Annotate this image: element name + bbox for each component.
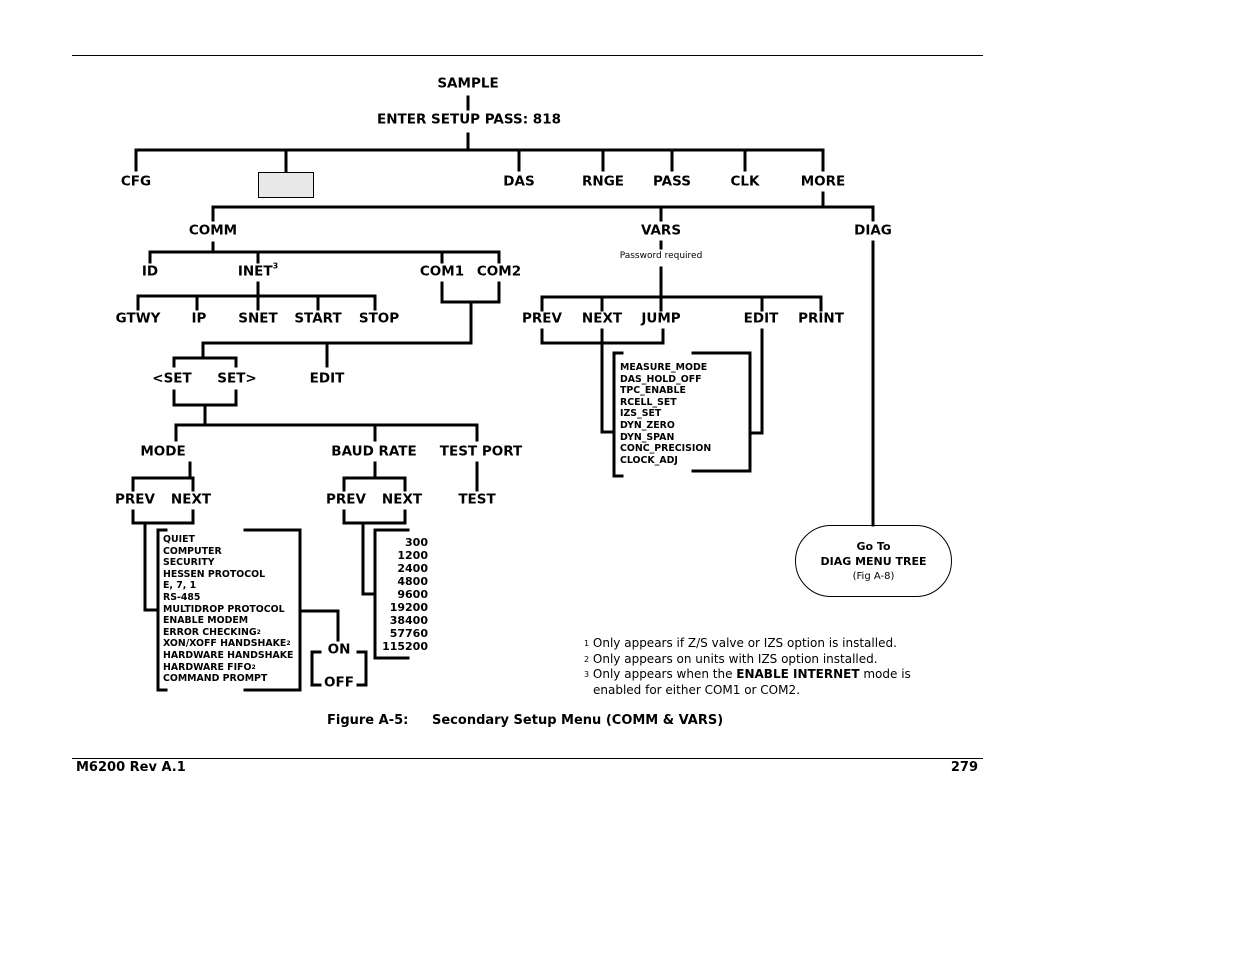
baud-item: 115200 — [382, 640, 428, 653]
hidden-menu-box — [258, 172, 314, 198]
inet-label: INET — [237, 263, 273, 280]
baud-item: 1200 — [397, 549, 428, 562]
baud-item: 4800 — [397, 575, 428, 588]
node-set-next: SET> — [217, 370, 257, 387]
footnote-3-cont: enabled for either COM1 or COM2. — [593, 682, 800, 697]
node-das: DAS — [503, 173, 535, 190]
vars-list: MEASURE_MODE DAS_HOLD_OFF TPC_ENABLE RCE… — [620, 362, 711, 466]
vars-item: MEASURE_MODE — [620, 362, 708, 373]
footer-doc-id: M6200 Rev A.1 — [76, 760, 186, 775]
node-vars: VARS — [640, 222, 682, 239]
footer-page-number: 279 — [950, 760, 978, 775]
node-gtwy: GTWY — [115, 310, 161, 327]
node-on: ON — [327, 641, 351, 658]
inet-footnote-ref: 3 — [272, 261, 279, 271]
vars-item: DYN_SPAN — [620, 431, 675, 443]
vars-item: CONC_PRECISION — [620, 443, 712, 455]
node-off: OFF — [324, 674, 354, 691]
node-ip: IP — [191, 310, 207, 327]
mode-item: ERROR CHECKING2 — [163, 626, 261, 638]
node-test-port: TEST PORT — [439, 443, 523, 460]
node-snet: SNET — [238, 310, 278, 327]
node-vars-edit: EDIT — [743, 310, 779, 327]
node-pass: PASS — [653, 173, 691, 190]
vars-item: TPC_ENABLE — [620, 385, 686, 397]
footnote-3: 3 Only appears when the ENABLE INTERNET … — [584, 667, 911, 681]
node-sample: SAMPLE — [437, 75, 499, 92]
vars-item: IZS_SET — [620, 408, 662, 420]
node-com1: COM1 — [419, 263, 465, 280]
mode-item: SECURITY — [163, 557, 215, 569]
diag-box-line1: Go To — [856, 540, 891, 553]
password-required-note: Password required — [619, 251, 703, 261]
mode-item: HESSEN PROTOCOL — [163, 568, 266, 580]
mode-item: RS-485 — [163, 591, 201, 603]
node-set-prev: <SET — [152, 370, 192, 387]
baud-item: 19200 — [389, 601, 428, 614]
node-com2: COM2 — [476, 263, 522, 280]
baud-item: 9600 — [397, 588, 428, 601]
node-clk: CLK — [730, 173, 760, 190]
node-id: ID — [141, 263, 159, 280]
footnotes: 1 Only appears if Z/S valve or IZS optio… — [584, 636, 911, 698]
node-mode: MODE — [140, 443, 186, 460]
node-vars-prev: PREV — [522, 310, 562, 327]
node-test: TEST — [458, 491, 496, 508]
mode-item: E, 7, 1 — [163, 580, 197, 592]
mode-item: XON/XOFF HANDSHAKE2 — [163, 638, 291, 650]
baud-rate-list: 300 1200 2400 4800 9600 19200 38400 5776… — [368, 536, 428, 653]
mode-item: MULTIDROP PROTOCOL — [163, 603, 285, 615]
vars-item: CLOCK_ADJ — [620, 454, 678, 466]
node-vars-next: NEXT — [581, 310, 623, 327]
baud-item: 300 — [405, 536, 428, 549]
node-cfg: CFG — [120, 173, 152, 190]
node-setup-pass: ENTER SETUP PASS: 818 — [377, 111, 561, 128]
node-more: MORE — [800, 173, 846, 190]
node-diag: DIAG — [854, 222, 892, 239]
node-baud-rate: BAUD RATE — [331, 443, 417, 460]
mode-item: ENABLE MODEM — [163, 615, 249, 627]
mode-list: QUIET COMPUTER SECURITY HESSEN PROTOCOL … — [163, 534, 293, 685]
diag-menu-tree-link: Go To DIAG MENU TREE (Fig A-8) — [795, 525, 952, 597]
vars-item: RCELL_SET — [620, 396, 677, 408]
node-vars-print: PRINT — [798, 310, 844, 327]
node-mode-next: NEXT — [170, 491, 212, 508]
mode-item: COMMAND PROMPT — [163, 673, 268, 685]
node-baud-prev: PREV — [326, 491, 366, 508]
mode-item: COMPUTER — [163, 545, 222, 557]
mode-item: QUIET — [163, 534, 195, 545]
node-baud-next: NEXT — [381, 491, 423, 508]
footnote-2: 2 Only appears on units with IZS option … — [584, 651, 878, 666]
footnote-1: 1 Only appears if Z/S valve or IZS optio… — [584, 636, 897, 650]
diag-box-line3: (Fig A-8) — [852, 571, 895, 582]
node-mode-prev: PREV — [115, 491, 155, 508]
node-start: START — [294, 310, 342, 327]
baud-item: 57760 — [389, 627, 428, 640]
mode-item: HARDWARE FIFO2 — [163, 661, 256, 673]
node-rnge: RNGE — [582, 173, 624, 190]
node-com-edit: EDIT — [309, 370, 345, 387]
node-comm: COMM — [188, 222, 238, 239]
diag-box-line2: DIAG MENU TREE — [820, 555, 927, 568]
vars-item: DAS_HOLD_OFF — [620, 373, 702, 385]
figure-number: Figure A-5: — [327, 713, 409, 728]
node-vars-jump: JUMP — [641, 310, 681, 327]
node-inet: INET3 — [237, 262, 278, 280]
mode-item: HARDWARE HANDSHAKE — [163, 649, 294, 661]
baud-item: 2400 — [397, 562, 428, 575]
baud-item: 38400 — [389, 614, 428, 627]
node-stop: STOP — [358, 310, 400, 327]
figure-title: Secondary Setup Menu (COMM & VARS) — [432, 713, 724, 728]
vars-item: DYN_ZERO — [620, 419, 675, 431]
